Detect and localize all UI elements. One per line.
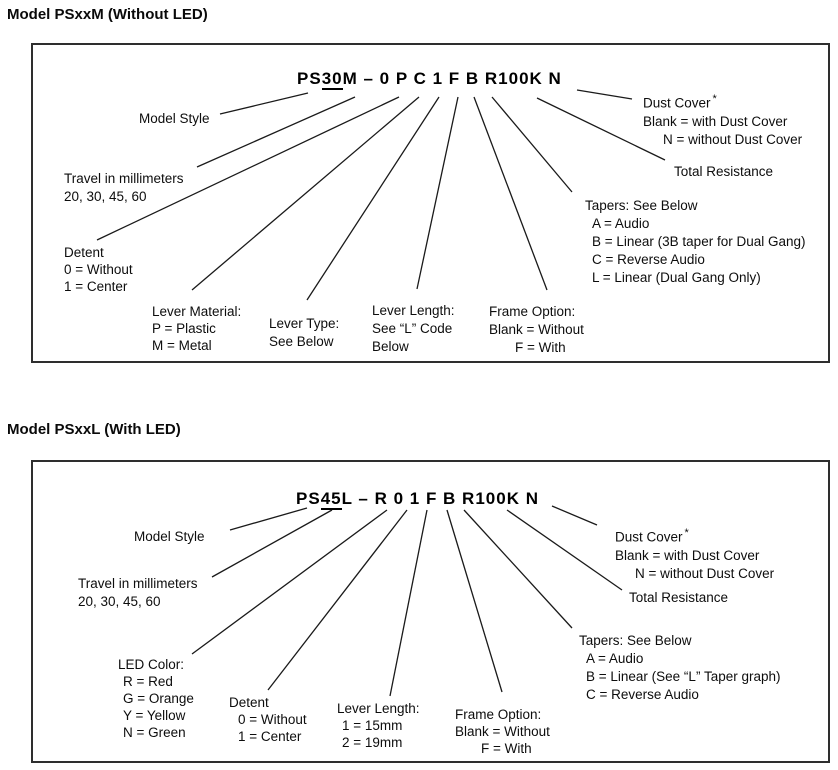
- callout-lines: [191, 505, 623, 697]
- part-number-rest: L – R 0 1 F B R100K N: [341, 489, 539, 508]
- callout-line-lever-length: [416, 96, 459, 290]
- label-lever-type: Lever Type: See Below: [269, 316, 340, 349]
- label-tapers: Tapers: See Below A = Audio B = Linear (…: [579, 633, 781, 702]
- callout-line-total-resistance: [506, 509, 623, 591]
- part-number-travel-underlined: 30: [321, 69, 343, 90]
- section-heading-psxxl: Model PSxxL (With LED): [7, 421, 181, 438]
- label-lever-length: Lever Length: 1 = 15mm 2 = 19mm: [337, 701, 420, 750]
- callout-lines: [96, 89, 666, 301]
- label-total-resistance: Total Resistance: [629, 590, 729, 605]
- callout-line-tapers: [463, 509, 573, 629]
- callout-line-model-style: [229, 507, 308, 531]
- label-detent: Detent 0 = Without 1 = Center: [229, 695, 307, 744]
- label-detent: Detent 0 = Without 1 = Center: [64, 245, 133, 294]
- callout-line-detent: [96, 96, 400, 241]
- dust-cover-footnote-asterisk: *: [684, 527, 689, 539]
- callout-line-dust-cover: [576, 89, 633, 100]
- part-number-prefix: PS: [297, 69, 322, 88]
- label-tapers: Tapers: See Below A = Audio B = Linear (…: [585, 198, 806, 285]
- section-heading-psxxm: Model PSxxM (Without LED): [7, 6, 208, 23]
- callout-line-lever-material: [191, 96, 420, 291]
- part-number-travel-underlined: 45: [320, 489, 342, 510]
- part-number-prefix: PS: [296, 489, 321, 508]
- callout-line-travel: [196, 96, 356, 168]
- ordering-diagram-box-psxxl: PS45L – R 0 1 F B R100K N Model Style Tr…: [31, 460, 830, 763]
- part-number-psxxm: PS30M – 0 P C 1 F B R100K N: [297, 69, 562, 90]
- ordering-diagram-box-psxxm: PS30M – 0 P C 1 F B R100K N Model Style …: [31, 43, 830, 363]
- part-number-rest: M – 0 P C 1 F B R100K N: [342, 69, 562, 88]
- label-model-style: Model Style: [134, 529, 205, 544]
- callout-line-total-resistance: [536, 97, 666, 161]
- dust-cover-footnote-asterisk: *: [712, 93, 717, 105]
- callout-line-frame-option: [446, 509, 503, 693]
- label-lever-material: Lever Material: P = Plastic M = Metal: [152, 304, 242, 353]
- label-dust-cover: Dust Cover* Blank = with Dust Cover N = …: [643, 93, 803, 147]
- callout-line-travel: [211, 509, 333, 578]
- callout-line-lever-type: [306, 96, 440, 301]
- callout-line-dust-cover: [551, 505, 598, 526]
- label-frame-option: Frame Option: Blank = Without F = With: [455, 707, 550, 756]
- label-model-style: Model Style: [139, 111, 210, 126]
- label-dust-cover: Dust Cover* Blank = with Dust Cover N = …: [615, 527, 775, 581]
- callout-line-tapers: [491, 96, 573, 193]
- label-travel: Travel in millimeters 20, 30, 45, 60: [78, 576, 198, 609]
- label-total-resistance: Total Resistance: [674, 164, 774, 179]
- callout-line-led-color: [191, 509, 388, 655]
- label-travel: Travel in millimeters 20, 30, 45, 60: [64, 171, 184, 204]
- part-number-psxxl: PS45L – R 0 1 F B R100K N: [296, 489, 539, 510]
- callout-line-detent: [267, 509, 408, 691]
- callout-line-frame-option: [473, 96, 548, 291]
- label-led-color: LED Color: R = Red G = Orange Y = Yellow…: [118, 657, 194, 740]
- callout-line-model-style: [219, 92, 309, 115]
- label-frame-option: Frame Option: Blank = Without F = With: [489, 304, 584, 355]
- label-lever-length: Lever Length: See “L” Code Below: [372, 303, 455, 354]
- callout-line-lever-length: [389, 509, 428, 697]
